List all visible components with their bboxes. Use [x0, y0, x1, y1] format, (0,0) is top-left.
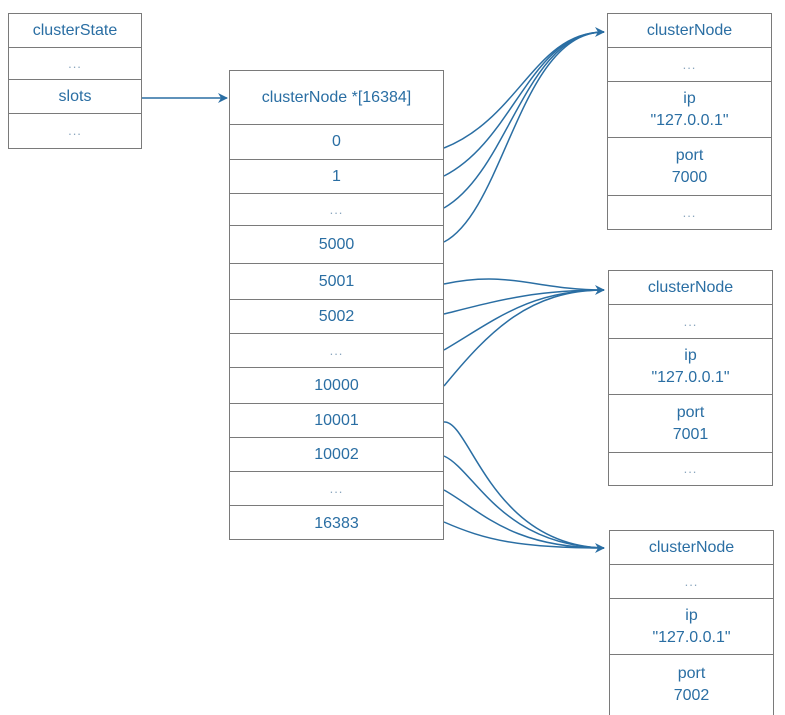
cluster-state-slots-field: slots: [9, 80, 141, 114]
cluster-state-ellipsis-top: ...: [9, 48, 141, 80]
port-label: port: [677, 665, 706, 682]
slot-row: 10002: [230, 438, 443, 472]
cluster-node-ellipsis-top: ...: [610, 565, 773, 599]
slot-1-link: [443, 31, 605, 177]
port-value: 7000: [671, 168, 708, 186]
slot-row: 5001: [230, 264, 443, 300]
slot-row: 16383: [314, 514, 359, 532]
slots-array: clusterNode *[16384] 0 1 ... 5000 5001 5…: [229, 70, 444, 540]
cluster-node-ip-field: ip "127.0.0.1": [610, 599, 773, 655]
cluster-node-port-field: port 7001: [609, 395, 772, 453]
cluster-node-title: clusterNode: [609, 271, 772, 305]
ip-label: ip: [684, 346, 697, 364]
slot-5001-link: [443, 278, 605, 291]
cluster-node-7001: clusterNode ... ip "127.0.0.1" port 7001…: [608, 270, 773, 486]
slot-dots-3-link: [443, 489, 605, 549]
cluster-node-port-field: port 7000: [608, 138, 771, 196]
cluster-node-title: clusterNode: [608, 14, 771, 48]
slots-array-title: clusterNode *[16384]: [230, 71, 443, 125]
slot-row: 10001: [230, 404, 443, 438]
port-value: 7001: [672, 425, 709, 443]
cluster-node-title: clusterNode: [610, 531, 773, 565]
cluster-node-ip-field: ip "127.0.0.1": [609, 339, 772, 395]
cluster-node-7002: clusterNode ... ip "127.0.0.1" port 7002: [609, 530, 774, 715]
cluster-node-ellipsis-top: ...: [608, 48, 771, 82]
ip-label: ip: [685, 606, 698, 624]
slot-row-ellipsis: ...: [230, 334, 443, 368]
slot-row: 1: [230, 160, 443, 194]
ip-value: "127.0.0.1": [652, 628, 731, 646]
slot-10002-link: [443, 455, 605, 549]
ip-value: "127.0.0.1": [650, 111, 729, 129]
cluster-node-port-field: port 7002: [610, 655, 773, 715]
cluster-node-7000: clusterNode ... ip "127.0.0.1" port 7000…: [607, 13, 772, 230]
port-label: port: [676, 403, 705, 421]
slot-dots-1-link: [443, 31, 605, 209]
slot-10000-link: [443, 285, 605, 387]
port-value: 7002: [673, 687, 710, 704]
slot-dots-2-link: [443, 289, 605, 351]
ip-label: ip: [683, 89, 696, 107]
slot-16383-link: [443, 521, 605, 553]
slot-row-ellipsis: ...: [230, 194, 443, 226]
slot-row: 5000: [230, 226, 443, 264]
slot-row: 5002: [230, 300, 443, 334]
slot-row: 10000: [230, 368, 443, 404]
cluster-node-ellipsis-bottom: ...: [683, 461, 698, 476]
cluster-state-struct: clusterState ... slots ...: [8, 13, 142, 149]
cluster-state-ellipsis-bottom: ...: [68, 123, 82, 138]
cluster-node-ellipsis-top: ...: [609, 305, 772, 339]
slot-row-ellipsis: ...: [230, 472, 443, 506]
ip-value: "127.0.0.1": [651, 368, 730, 386]
cluster-state-title: clusterState: [9, 14, 141, 48]
slot-row: 0: [230, 125, 443, 160]
slot-10001-link: [443, 421, 605, 549]
slot-5000-link: [443, 27, 605, 243]
cluster-node-ip-field: ip "127.0.0.1": [608, 82, 771, 138]
cluster-node-ellipsis-bottom: ...: [682, 204, 697, 220]
port-label: port: [675, 146, 704, 164]
